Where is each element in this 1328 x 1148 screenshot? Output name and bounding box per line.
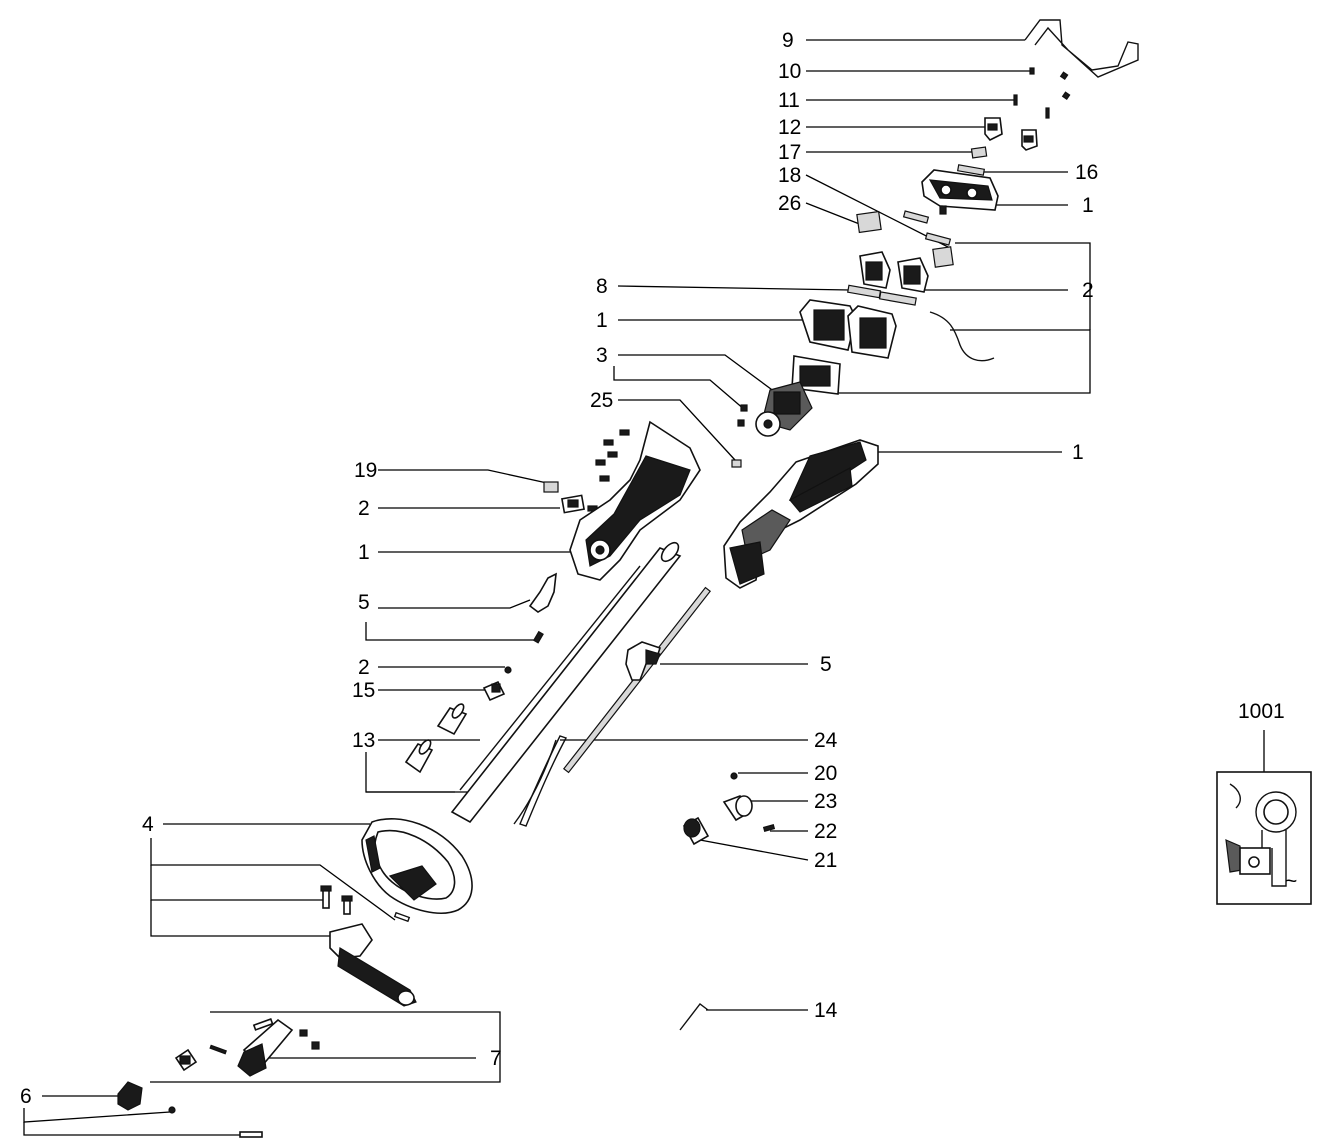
callout-14: 14 (814, 999, 838, 1022)
lock-off-part (625, 641, 662, 681)
bail-wire-part (1024, 19, 1139, 78)
callout-1-housing-left: 1 (358, 541, 370, 564)
callout-1-battery-holder: 1 (596, 309, 608, 332)
callout-7: 7 (490, 1047, 502, 1070)
handle-clamp-part (329, 923, 417, 1007)
callout-24: 24 (814, 729, 838, 752)
sticker-19-part (543, 481, 559, 493)
callout-19: 19 (354, 459, 377, 482)
strap-part (513, 735, 568, 827)
trigger-part (528, 572, 557, 644)
callout-11: 11 (778, 89, 800, 112)
small-washer-part (731, 459, 742, 468)
callout-1-battery-top: 1 (1082, 194, 1094, 217)
callout-25: 25 (590, 389, 613, 412)
battery-holder-part (799, 299, 897, 359)
callout-1-housing-right: 1 (1072, 441, 1084, 464)
callout-20: 20 (814, 762, 837, 785)
pcb-module-part (791, 355, 841, 395)
latch-clips-part (984, 117, 1038, 151)
contact-terminals-part (902, 210, 952, 246)
callout-26: 26 (778, 192, 801, 215)
callout-21: 21 (814, 849, 837, 872)
wiring-diagram-box: ~ (1216, 771, 1312, 905)
guard-fittings-part (682, 772, 776, 846)
cable-part (929, 311, 995, 362)
callout-22: 22 (814, 820, 837, 843)
callout-12: 12 (778, 116, 801, 139)
left-housing-part (569, 420, 701, 581)
callout-4: 4 (142, 813, 154, 836)
label-plates-part (956, 146, 988, 176)
callout-18: 18 (778, 164, 801, 187)
small-pins-part (1013, 67, 1071, 119)
small-switch-part (482, 666, 512, 702)
leader-lines (23, 39, 1265, 1136)
aux-handle-screws-part (320, 885, 353, 915)
battery-cover-part (921, 169, 999, 215)
contact-strips-part (847, 284, 917, 306)
svg-text:~: ~ (1285, 870, 1297, 893)
battery-slots-part (859, 251, 929, 293)
callout-3: 3 (596, 344, 608, 367)
coupler-part (174, 1018, 320, 1077)
callout-5-trigger: 5 (358, 591, 370, 614)
callout-15: 15 (352, 679, 375, 702)
sleeves-part (404, 703, 468, 774)
stickers-part (856, 210, 954, 268)
callout-13: 13 (352, 729, 375, 752)
callout-2-screw: 2 (358, 656, 370, 679)
switch-part (561, 494, 585, 514)
callout-16: 16 (1075, 161, 1098, 184)
callout-8: 8 (596, 275, 608, 298)
motor-part (737, 381, 813, 437)
callout-9: 9 (782, 29, 794, 52)
callout-labels: 9 10 11 12 17 18 26 16 1 2 8 1 3 25 1 19… (20, 29, 1285, 1108)
aux-handle-part (361, 818, 473, 923)
callout-1001: 1001 (1238, 700, 1285, 723)
hex-key-part (679, 1003, 709, 1031)
callout-2-contacts: 2 (1082, 279, 1094, 302)
callout-23: 23 (814, 790, 837, 813)
callout-6: 6 (20, 1085, 32, 1108)
callout-17: 17 (778, 141, 801, 164)
callout-2-switch: 2 (358, 497, 370, 520)
knob-part (117, 1081, 263, 1138)
callout-10: 10 (778, 60, 801, 83)
callout-5-lock: 5 (820, 653, 832, 676)
shaft-tube-part (450, 541, 712, 824)
right-housing-part (723, 439, 879, 589)
